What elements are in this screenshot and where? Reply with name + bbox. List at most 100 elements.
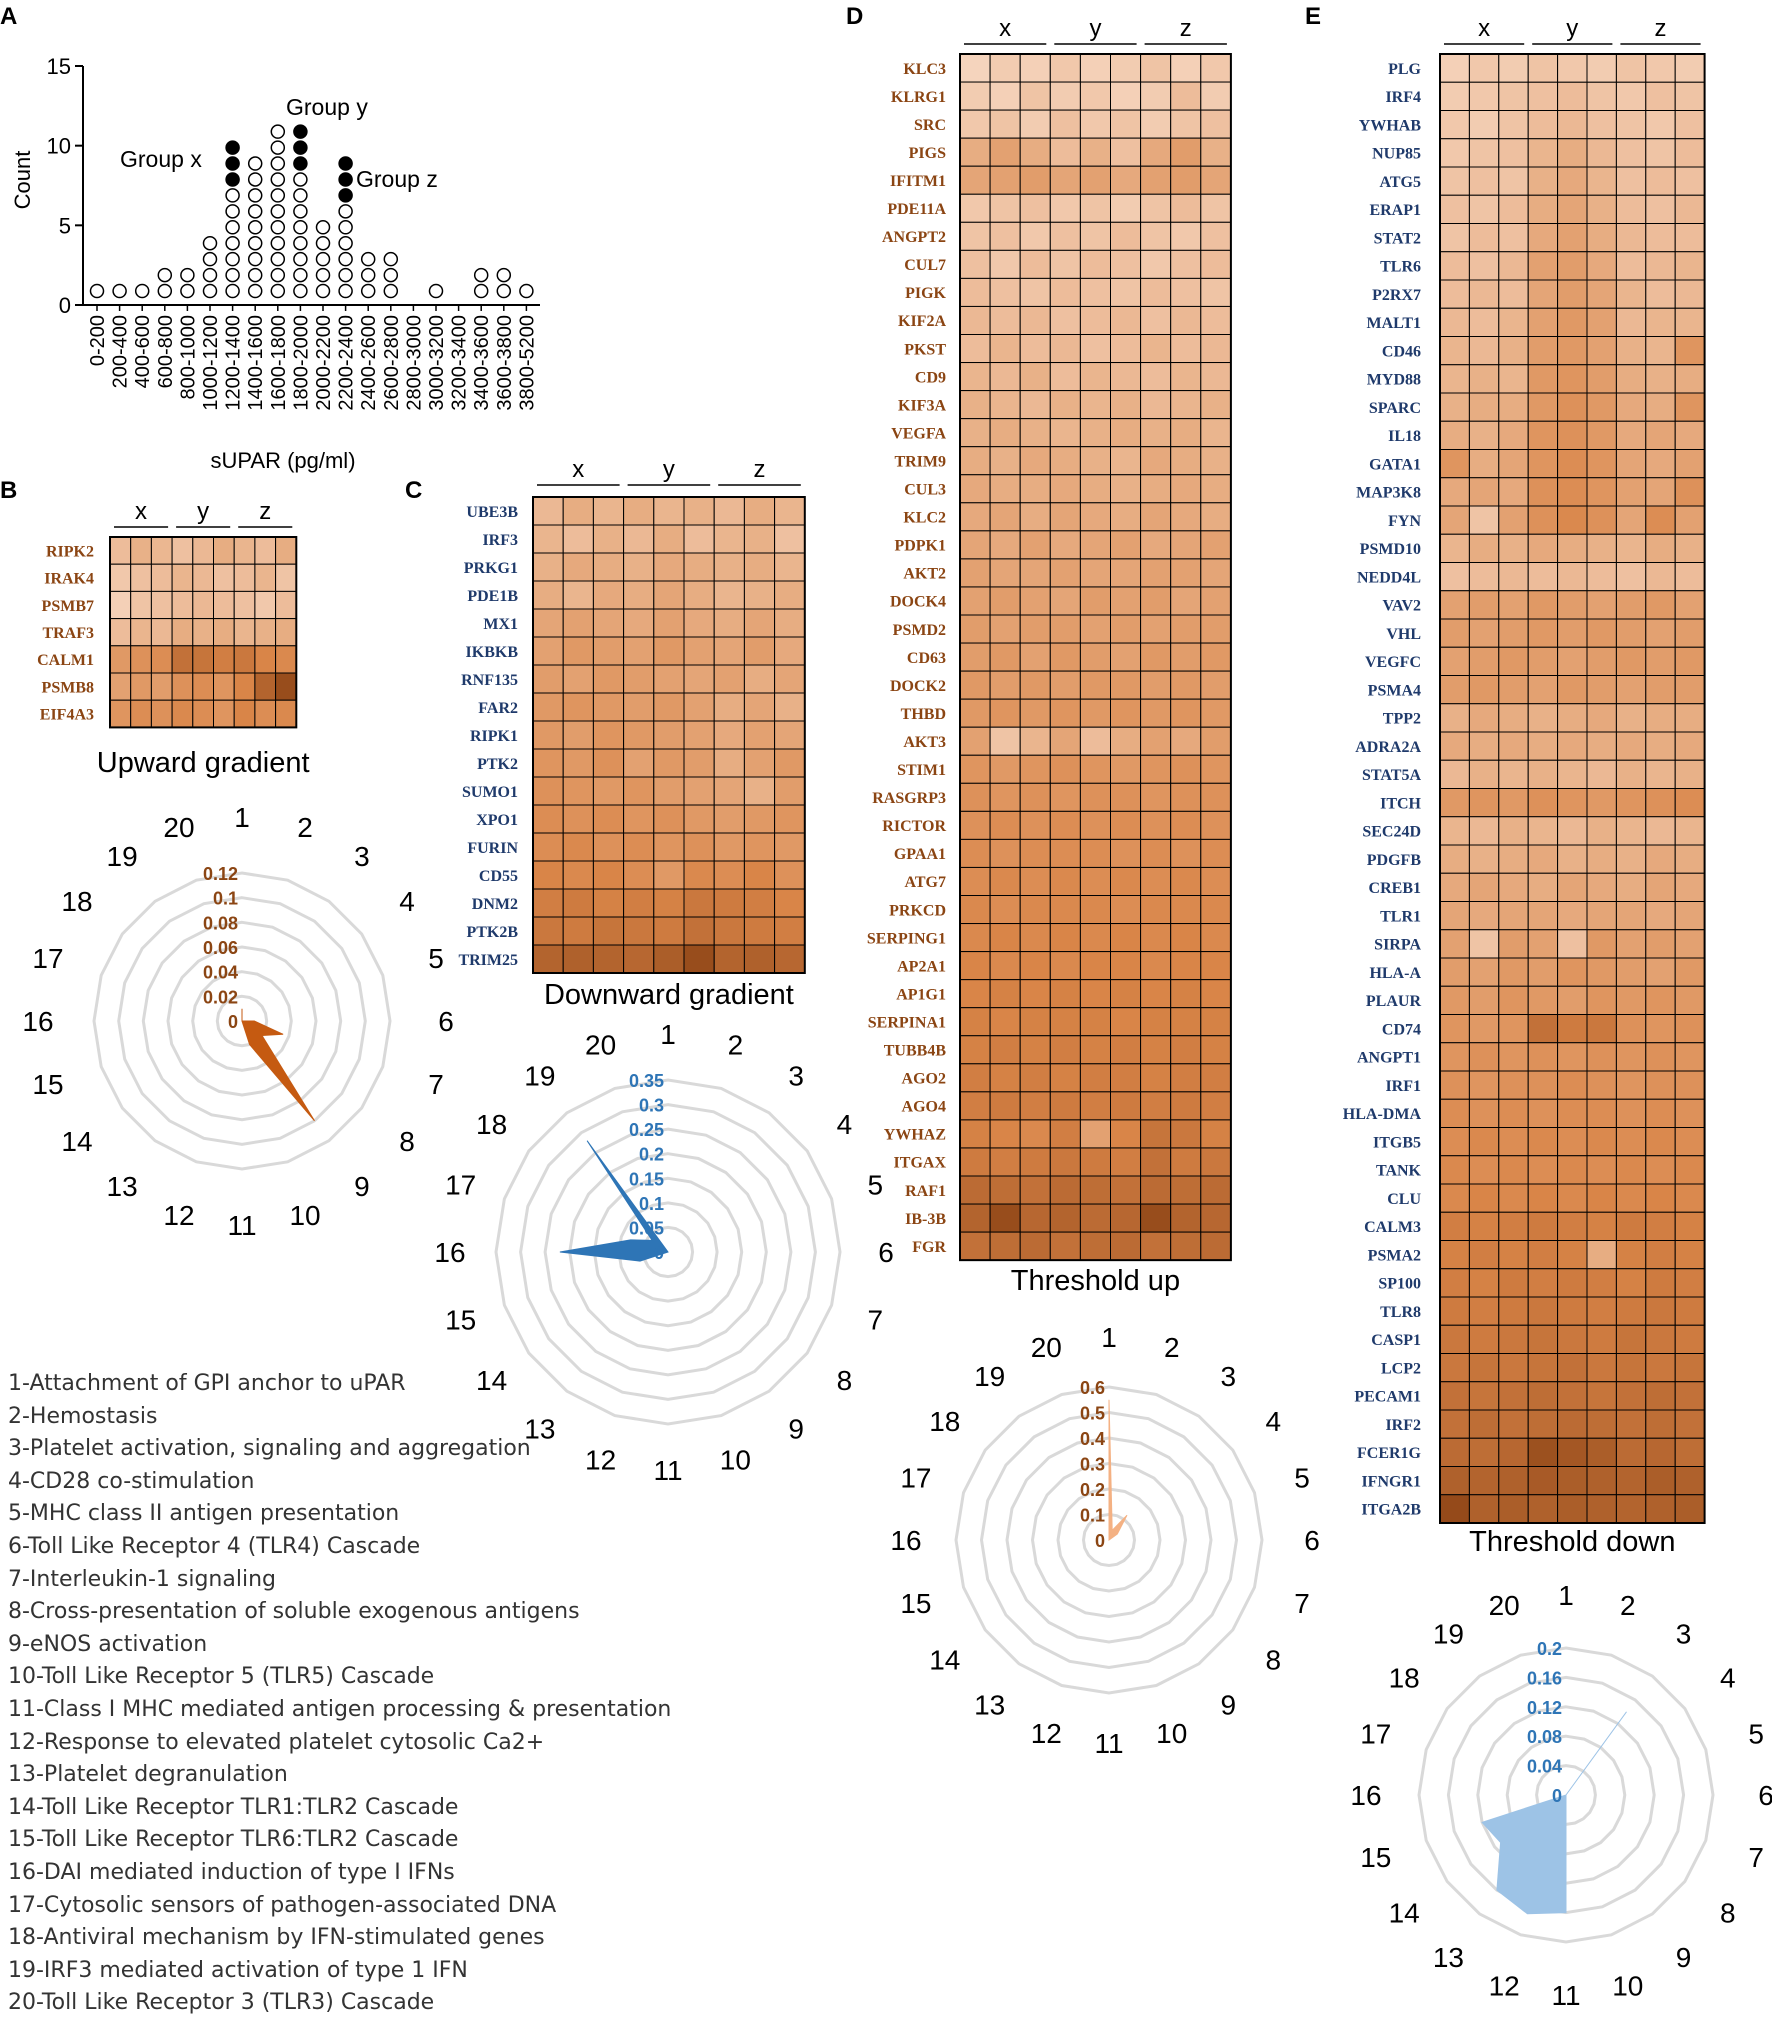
heatmap-cell xyxy=(254,699,277,728)
heatmap-cell xyxy=(989,782,1021,812)
heatmap-cell xyxy=(1498,110,1529,140)
heatmap-cell xyxy=(275,699,297,728)
heatmap-cell xyxy=(1498,929,1529,959)
heatmap-cell xyxy=(1200,558,1232,588)
heatmap-cell xyxy=(1468,1183,1500,1213)
heatmap-cell xyxy=(130,563,152,592)
row-label: PDPK1 xyxy=(894,538,946,555)
heatmap-cell xyxy=(1674,138,1706,168)
heatmap-cell xyxy=(1019,670,1051,700)
heatmap-cell xyxy=(1468,1437,1500,1467)
row-label: UBE3B xyxy=(466,504,518,521)
heatmap-cell xyxy=(1527,1183,1559,1213)
heatmap-cell xyxy=(1674,1437,1706,1467)
x-tick-label: 2000-2200 xyxy=(313,315,335,411)
heatmap-cell xyxy=(1615,1324,1647,1354)
heatmap-cell xyxy=(1439,1494,1470,1524)
heatmap-cell xyxy=(1674,788,1706,818)
radar-tick-label: 0.12 xyxy=(1527,1698,1562,1718)
heatmap-cell xyxy=(1049,137,1081,167)
data-dot xyxy=(519,283,534,299)
heatmap-cell xyxy=(1498,477,1529,507)
heatmap-cell xyxy=(1527,816,1559,846)
data-dot xyxy=(383,251,399,267)
heatmap-cell xyxy=(1049,1231,1081,1261)
x-tick-label: 2200-2400 xyxy=(336,315,358,411)
radar-axis-label: 2 xyxy=(1164,1332,1180,1363)
heatmap-cell xyxy=(1468,759,1500,789)
heatmap-cell xyxy=(213,672,235,701)
radar-ring xyxy=(494,1078,842,1426)
heatmap-cell xyxy=(1110,334,1142,364)
heatmap-cell xyxy=(1615,929,1647,959)
heatmap-cell xyxy=(1527,166,1559,196)
heatmap-cell xyxy=(1468,1127,1500,1157)
heatmap-cell xyxy=(1019,53,1051,83)
heatmap-cell xyxy=(623,944,655,974)
row-label: RASGRP3 xyxy=(872,790,946,807)
heatmap-cell xyxy=(1049,1175,1081,1205)
data-dot xyxy=(247,156,263,171)
heatmap-cell xyxy=(1586,1127,1617,1157)
row-label: PDGFB xyxy=(1367,852,1422,869)
heatmap-cell xyxy=(989,137,1021,167)
heatmap-cell xyxy=(1019,642,1051,672)
row-label: IRAK4 xyxy=(44,571,94,588)
heatmap-cell xyxy=(774,608,806,638)
heatmap-cell xyxy=(653,776,685,806)
heatmap-cell xyxy=(1049,754,1081,784)
heatmap-cell xyxy=(1674,1296,1706,1326)
heatmap-cell xyxy=(1468,1296,1500,1326)
heatmap-cell xyxy=(233,645,256,674)
radar-ring xyxy=(1056,1487,1162,1593)
heatmap-cell xyxy=(592,804,625,834)
radar-axis-label: 16 xyxy=(1350,1780,1381,1811)
x-tick-label: 3800-5200 xyxy=(516,315,538,411)
heatmap-cell xyxy=(989,754,1021,784)
heatmap-cell xyxy=(1439,985,1470,1015)
heatmap-cell xyxy=(1049,838,1081,868)
row-label: DOCK2 xyxy=(890,678,946,695)
heatmap-cell xyxy=(1498,788,1529,818)
heatmap-cell xyxy=(1674,1127,1706,1157)
heatmap-cell xyxy=(1615,1014,1647,1044)
data-dot xyxy=(202,283,218,299)
heatmap-cell xyxy=(1674,929,1706,959)
heatmap-cell xyxy=(1110,1063,1142,1093)
heatmap-cell xyxy=(959,1175,991,1205)
heatmap-cell xyxy=(1586,477,1617,507)
heatmap-cell xyxy=(171,645,194,674)
heatmap-cell xyxy=(1049,698,1081,728)
heatmap-cell xyxy=(1615,1042,1647,1072)
data-dot xyxy=(338,156,353,171)
radar-tick-label: 0.02 xyxy=(203,987,238,1007)
heatmap-cell xyxy=(1645,618,1676,648)
heatmap-cell xyxy=(213,536,235,565)
heatmap-cell xyxy=(1586,194,1617,224)
radar-axis-label: 8 xyxy=(1720,1898,1736,1929)
heatmap-border xyxy=(1439,53,1706,1524)
heatmap-cell xyxy=(213,699,235,728)
heatmap-cell xyxy=(1019,1175,1051,1205)
heatmap-cell xyxy=(1557,1381,1588,1411)
x-tick-label: 2800-3000 xyxy=(403,315,425,411)
heatmap-cell xyxy=(130,645,152,674)
heatmap-cell xyxy=(1615,505,1647,535)
row-label: YWHAB xyxy=(1359,117,1422,134)
heatmap-cell xyxy=(233,699,256,728)
heatmap-cell xyxy=(1170,782,1202,812)
heatmap-cell xyxy=(532,944,564,974)
heatmap-cell xyxy=(989,362,1021,392)
y-tick-label: 10 xyxy=(47,134,71,159)
heatmap-cell xyxy=(1079,193,1112,223)
heatmap-cell xyxy=(213,563,235,592)
heatmap-cell xyxy=(109,645,132,674)
heatmap-cell xyxy=(1615,1381,1647,1411)
heatmap-cell xyxy=(1468,223,1500,253)
row-label: XPO1 xyxy=(476,812,518,829)
heatmap-cell xyxy=(1200,895,1232,925)
heatmap-cell xyxy=(1200,923,1232,953)
heatmap-cell xyxy=(1527,1409,1559,1439)
heatmap-cell xyxy=(1468,1324,1500,1354)
data-dot xyxy=(89,283,105,299)
